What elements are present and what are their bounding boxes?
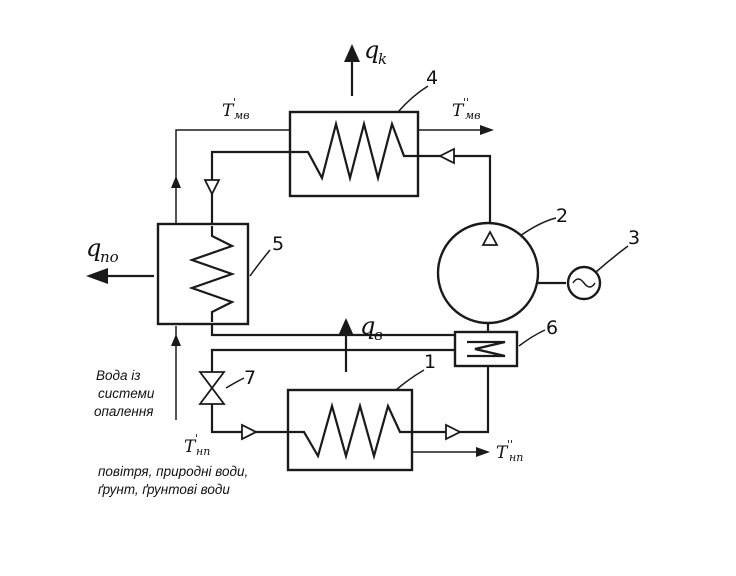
evaporator <box>286 369 425 472</box>
compressor <box>436 217 557 325</box>
label-valve-number: 7 <box>244 367 256 389</box>
svg-text:опалення: опалення <box>94 404 153 419</box>
label-t-mv-in: T ' мв <box>222 96 250 122</box>
svg-text:ґрунт, ґрунтові води: ґрунт, ґрунтові води <box>98 482 230 497</box>
svg-text:системи: системи <box>98 386 155 401</box>
motor-leader <box>595 245 629 273</box>
label-t-mv-out: T '' мв <box>452 96 481 122</box>
svg-text:q: q <box>360 312 375 340</box>
condenser <box>288 44 429 198</box>
note-water-source: Вода із системи опалення <box>94 368 155 419</box>
svg-text:'': '' <box>463 96 469 109</box>
regen-coil <box>467 340 506 358</box>
source-out-arrow <box>476 447 490 457</box>
evaporator-leader <box>395 369 425 391</box>
svg-text:T: T <box>184 437 197 457</box>
label-t-np-out: T '' нп <box>496 438 523 464</box>
svg-text:k: k <box>378 50 387 68</box>
regen-exchanger <box>453 329 546 368</box>
svg-text:T: T <box>496 443 509 463</box>
water-lines <box>171 125 494 457</box>
valve-leader <box>225 377 245 389</box>
pipe-compressor-to-condenser <box>418 154 492 225</box>
label-qk: q k <box>364 36 387 68</box>
svg-text:Вода із: Вода із <box>96 368 141 383</box>
flow-marker-evap-out <box>445 423 463 441</box>
svg-text:мв: мв <box>234 109 250 122</box>
note-heat-source: повітря, природні води, ґрунт, ґрунтові … <box>98 464 248 497</box>
flow-marker-evap-in <box>241 423 259 441</box>
label-subcooler-number: 5 <box>272 233 284 255</box>
water-to-condenser-line <box>175 129 290 224</box>
qpo-arrow-head <box>86 268 108 284</box>
pipe-regen-to-valve <box>210 348 455 372</box>
svg-text:T: T <box>452 101 465 121</box>
pipe-valve-to-evaporator <box>210 404 288 434</box>
label-compressor-number: 2 <box>556 205 568 227</box>
pipe-condenser-to-subcooler <box>210 150 290 226</box>
label-t-np-in: T ' нп <box>184 432 210 458</box>
expansion-valve <box>198 371 245 405</box>
svg-text:q: q <box>86 234 101 262</box>
qk-arrow-head <box>344 44 360 62</box>
water-return-arrow <box>171 334 181 346</box>
evaporator-coil <box>288 401 412 461</box>
svg-text:нп: нп <box>509 451 523 464</box>
flow-markers <box>203 147 499 441</box>
qv-arrow <box>338 318 354 372</box>
svg-text:в: в <box>374 326 383 344</box>
tilde-icon <box>572 278 596 288</box>
subcooler <box>86 222 271 326</box>
svg-text:'': '' <box>507 438 513 451</box>
compressor-leader <box>519 217 557 237</box>
svg-text:нп: нп <box>196 445 210 458</box>
water-out-arrow <box>480 125 494 135</box>
svg-text:T: T <box>222 101 235 121</box>
pipe-evaporator-to-regen <box>412 367 490 434</box>
regen-leader <box>518 329 546 347</box>
label-qv: q в <box>360 312 383 344</box>
label-evaporator-number: 1 <box>424 351 436 373</box>
svg-text:': ' <box>233 96 236 109</box>
svg-text:q: q <box>364 36 379 64</box>
label-regen-number: 6 <box>546 317 558 339</box>
water-up-arrow <box>171 176 181 188</box>
svg-text:повітря, природні води,: повітря, природні води, <box>98 464 248 479</box>
flow-marker-subcooler-in <box>203 179 221 197</box>
svg-text:': ' <box>195 432 198 445</box>
condenser-leader <box>397 85 429 113</box>
svg-text:мв: мв <box>465 109 481 122</box>
label-qpo: q по <box>86 234 119 266</box>
svg-text:по: по <box>100 248 119 266</box>
subcooler-coil <box>188 226 236 322</box>
subcooler-leader <box>249 249 271 277</box>
flow-marker-compressor-out <box>481 230 499 246</box>
flow-marker-condenser-in <box>437 147 455 165</box>
label-condenser-number: 4 <box>426 67 438 89</box>
label-motor-number: 3 <box>628 227 640 249</box>
motor <box>538 245 629 301</box>
condenser-coil <box>290 119 418 183</box>
